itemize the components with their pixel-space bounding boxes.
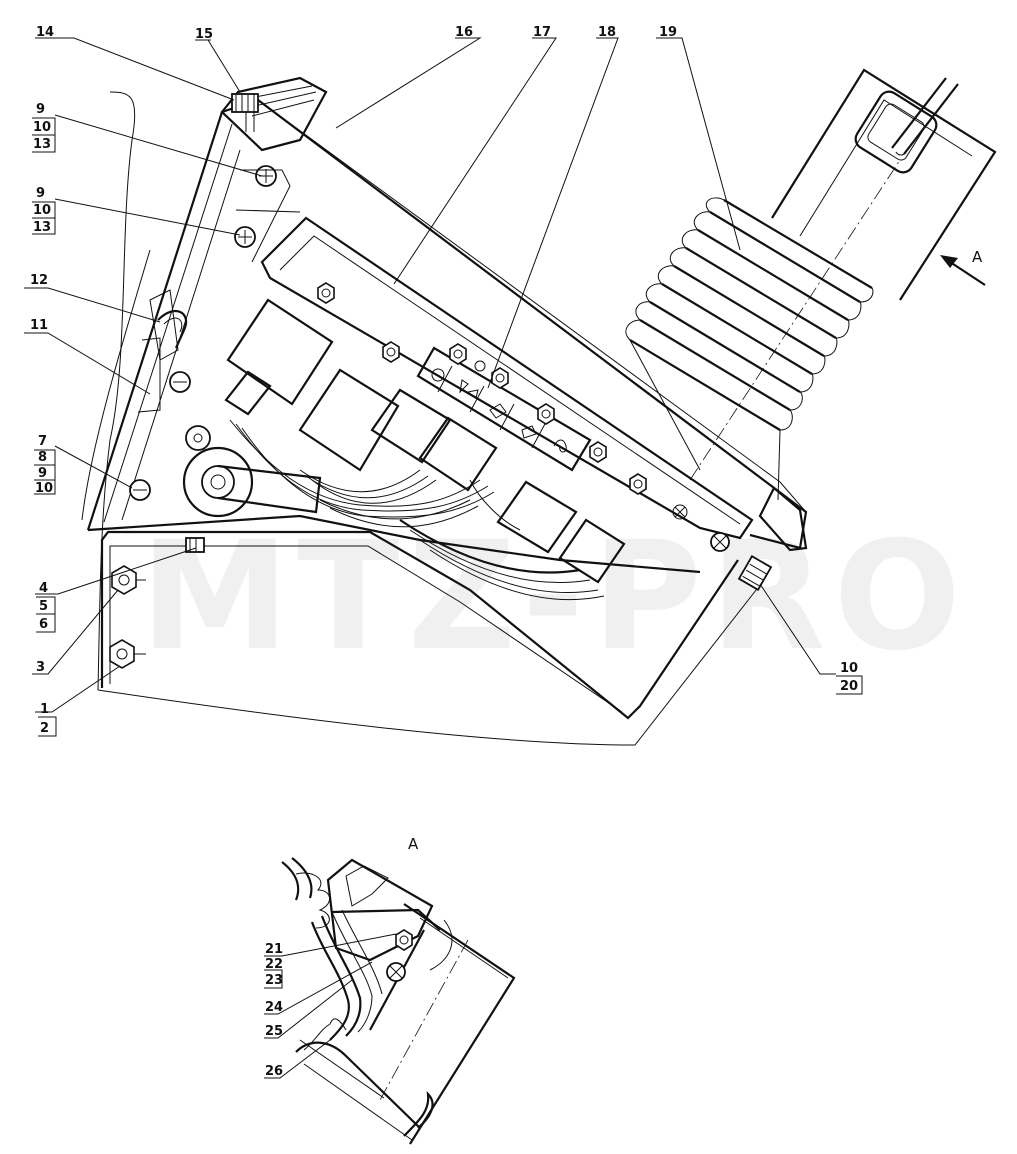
callout-19: 19 (659, 25, 677, 40)
callout-16: 16 (455, 25, 473, 40)
callout-23: 23 (265, 973, 283, 988)
callout-9-top: 9 (36, 102, 45, 117)
callout-10-mid: 10 (33, 203, 51, 218)
callout-8: 8 (38, 450, 47, 465)
callout-10-right: 10 (840, 661, 858, 676)
callout-20: 20 (840, 679, 858, 694)
callout-24: 24 (265, 1000, 283, 1015)
panel-nuts (317, 282, 730, 552)
view-arrow-label: A (972, 248, 983, 266)
callout-10-top: 10 (33, 120, 51, 135)
callout-6: 6 (39, 617, 48, 632)
callout-13-mid: 13 (33, 220, 51, 235)
callout-4: 4 (39, 581, 48, 596)
callout-9-low: 9 (38, 466, 47, 481)
callout-12: 12 (30, 273, 48, 288)
callout-17: 17 (533, 25, 551, 40)
callout-5: 5 (39, 599, 48, 614)
callout-14: 14 (36, 25, 54, 40)
callout-18: 18 (598, 25, 616, 40)
detail-view-a: A (264, 835, 516, 1145)
callout-3: 3 (36, 660, 45, 675)
callout-13-top: 13 (33, 137, 51, 152)
callout-15: 15 (195, 27, 213, 42)
detail-view-title: A (408, 835, 419, 853)
callout-9-mid: 9 (36, 186, 45, 201)
callout-21: 21 (265, 942, 283, 957)
callout-1: 1 (40, 702, 49, 717)
bellows (625, 159, 901, 501)
callout-26: 26 (265, 1064, 283, 1079)
callout-labels: 14 15 16 17 18 19 9 10 13 9 10 13 12 11 … (30, 25, 858, 1079)
callout-10-low: 10 (35, 481, 53, 496)
callout-2: 2 (40, 721, 49, 736)
callout-22: 22 (265, 957, 283, 972)
callout-25: 25 (265, 1024, 283, 1039)
callout-7: 7 (38, 434, 47, 449)
main-view: A (24, 37, 997, 746)
callout-11: 11 (30, 318, 48, 333)
